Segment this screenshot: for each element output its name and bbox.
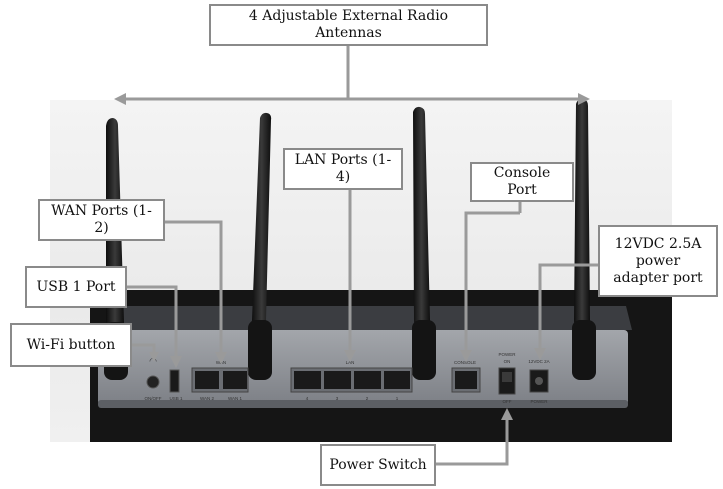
label-lan3: 3 — [336, 396, 339, 401]
callout-usb-port: USB 1 Port — [25, 266, 127, 308]
callout-console-text: Console Port — [493, 165, 551, 198]
callout-usb-text: USB 1 Port — [36, 278, 116, 295]
label-off: OFF — [503, 399, 512, 404]
callout-power-adapter-line1: 12VDC 2.5A — [614, 235, 702, 252]
label-power: POWER — [498, 352, 516, 357]
callout-antennas-text: 4 Adjustable External Radio Antennas — [248, 8, 449, 41]
power-switch: POWER ON OFF — [498, 352, 516, 404]
arrowheads — [114, 93, 590, 420]
connector-power-switch — [433, 416, 509, 466]
antenna-2 — [248, 112, 272, 380]
wifi-icon: ◠ — [149, 357, 157, 367]
console-port: CONSOLE — [451, 360, 481, 393]
label-console: CONSOLE — [454, 360, 476, 365]
power-adapter-jack: 12VDC 2A POWER — [528, 359, 549, 404]
connector-console — [464, 211, 520, 354]
arrow-left — [114, 93, 126, 105]
lan-ports: LAN 4 3 2 1 — [290, 360, 413, 401]
callout-power-adapter-line3: adapter port — [613, 269, 703, 286]
callout-wan-text: WAN Ports (1-2) — [51, 203, 152, 236]
callout-power-switch: Power Switch — [320, 444, 436, 486]
label-on-off: ON/OFF — [145, 396, 162, 401]
callout-power-switch-text: Power Switch — [329, 456, 427, 473]
arrow-right — [578, 93, 590, 105]
callout-console-port: Console Port — [470, 162, 574, 202]
label-lan: LAN — [346, 360, 355, 365]
label-lan2: 2 — [366, 396, 369, 401]
label-dc-rating: 12VDC 2A — [528, 359, 549, 364]
label-power-jack: POWER — [530, 399, 548, 404]
connector-usb — [125, 285, 178, 362]
usb-port: USB 1 — [169, 369, 183, 401]
callout-power-adapter: 12VDC 2.5A power adapter port — [598, 225, 718, 297]
router-top — [112, 306, 632, 330]
callout-wan-ports: WAN Ports (1-2) — [38, 199, 165, 241]
label-wan1: WAN 1 — [228, 396, 243, 401]
callout-lan-ports: LAN Ports (1-4) — [283, 148, 403, 190]
callout-antennas: 4 Adjustable External Radio Antennas — [209, 4, 488, 46]
label-usb: USB 1 — [169, 396, 183, 401]
label-lan1: 1 — [396, 396, 399, 401]
label-on: ON — [504, 359, 511, 364]
router-base — [98, 400, 628, 408]
connector-wan — [163, 220, 223, 356]
connector-power-adapter — [538, 263, 600, 352]
callout-wifi-button: Wi-Fi button — [10, 323, 132, 367]
label-wan2: WAN 2 — [200, 396, 215, 401]
antenna-3 — [412, 106, 436, 380]
label-lan4: 4 — [306, 396, 309, 401]
callout-lan-text: LAN Ports (1-4) — [294, 152, 392, 185]
callout-wifi-text: Wi-Fi button — [26, 336, 116, 353]
wifi-button-port: ◠ ON/OFF — [145, 357, 162, 401]
callout-power-adapter-line2: power — [635, 252, 681, 269]
antenna-4 — [572, 98, 596, 380]
